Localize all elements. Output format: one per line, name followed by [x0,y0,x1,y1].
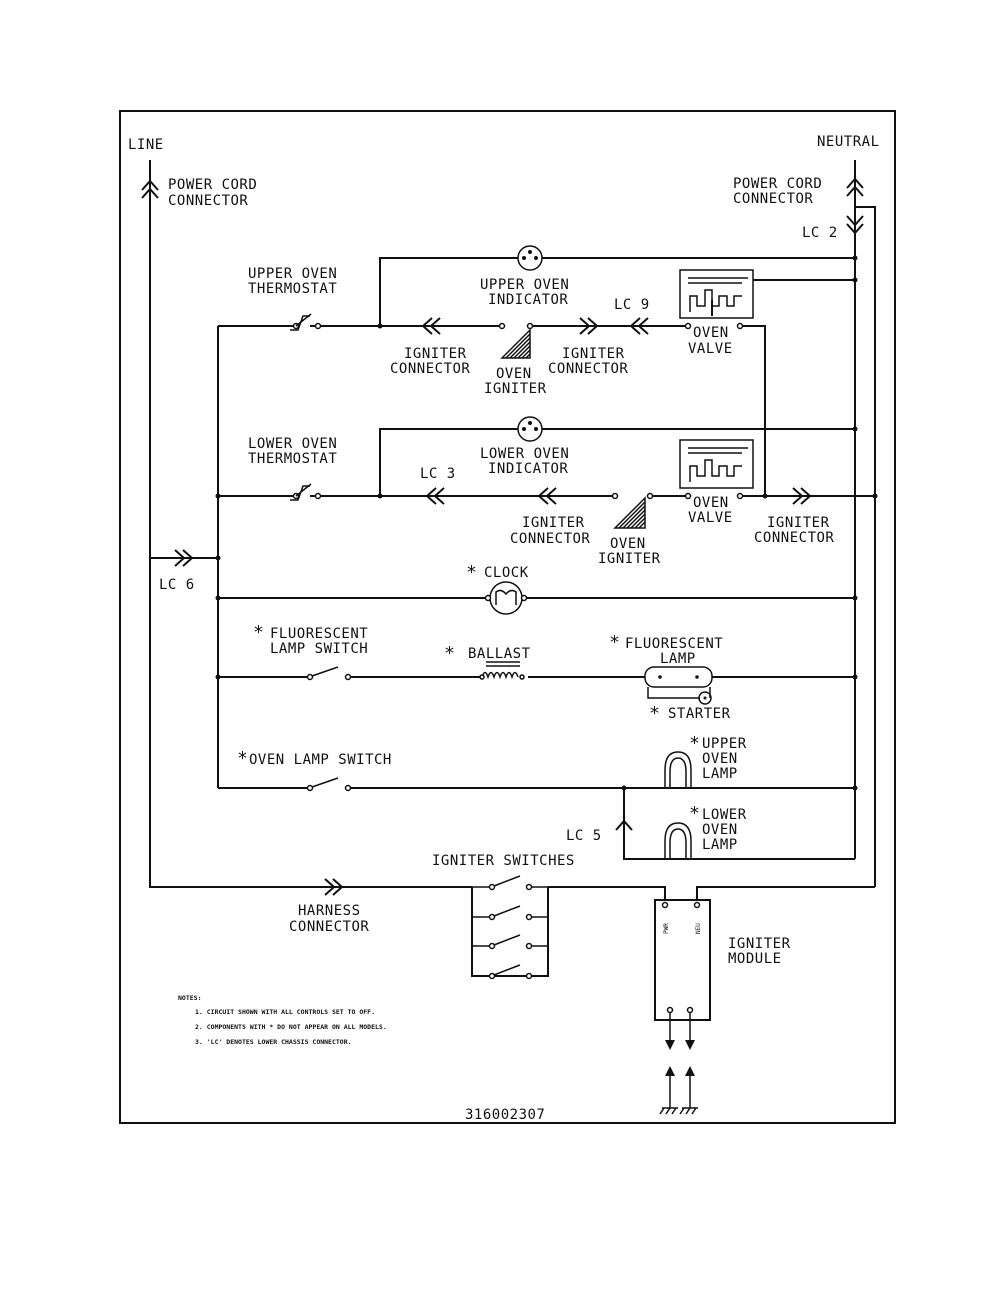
upper-oven-valve-symbol [679,269,754,330]
label-upper-oven-valve-1: OVEN [693,325,729,341]
lower-oven-lamp-symbol [664,822,692,859]
labels: LINE NEUTRAL POWER CORD CONNECTOR POWER … [128,134,880,967]
label-upper-oven-indicator-2: INDICATOR [488,292,568,308]
wires [149,160,876,900]
part-number: 316002307 [465,1107,545,1123]
label-upper-igniter-connector-left-1: IGNITER [404,346,467,362]
module-terminal-pwr: PWR [663,923,670,934]
label-lower-oven-thermostat-2: THERMOSTAT [248,451,337,467]
oven-lamp-switch-symbol [306,777,352,792]
fluorescent-lamp-switch-symbol [306,666,352,681]
lower-oven-thermostat-symbol [290,483,322,501]
label-fluorescent-lamp-switch-2: LAMP SWITCH [270,641,368,657]
label-line: LINE [128,137,164,153]
label-power-cord-left-1: POWER CORD [168,177,257,193]
asterisk-upper-oven-lamp: * [690,733,699,754]
label-lower-oven-igniter-2: IGNITER [598,551,661,567]
module-terminal-neu: NEU [695,923,702,934]
label-upper-igniter-connector-left-2: CONNECTOR [390,361,470,377]
label-lower-igniter-connector-right-2: CONNECTOR [754,530,834,546]
label-lower-oven-lamp-2: OVEN [702,822,738,838]
label-lower-oven-valve-2: VALVE [688,510,733,526]
label-upper-oven-lamp-2: OVEN [702,751,738,767]
label-upper-igniter-connector-right-2: CONNECTOR [548,361,628,377]
label-upper-oven-lamp-1: UPPER [702,736,747,752]
asterisk-oven-lamp-switch: * [238,748,247,769]
label-power-cord-right-1: POWER CORD [733,176,822,192]
label-lower-oven-lamp-1: LOWER [702,807,747,823]
label-igniter-module-2: MODULE [728,951,782,967]
asterisk-lower-oven-lamp: * [690,803,699,824]
label-lc2: LC 2 [802,225,838,241]
ballast-symbol [479,661,525,680]
label-lc3: LC 3 [420,466,456,482]
label-oven-lamp-switch: OVEN LAMP SWITCH [249,752,392,768]
label-harness-connector-2: CONNECTOR [289,919,369,935]
upper-oven-igniter-symbol [498,322,534,359]
connectors [141,177,864,896]
label-upper-oven-lamp-3: LAMP [702,766,738,782]
asterisk-starter: * [650,703,659,724]
upper-oven-lamp-symbol [664,751,692,788]
asterisk-ballast: * [445,643,454,664]
fluorescent-lamp-symbol [644,666,713,705]
label-lower-oven-lamp-3: LAMP [702,837,738,853]
igniter-module-output-arrows [659,1012,698,1115]
label-harness-connector-1: HARNESS [298,903,361,919]
lower-oven-igniter-symbol [611,492,654,529]
label-lower-oven-valve-1: OVEN [693,495,729,511]
label-lower-igniter-connector-left-2: CONNECTOR [510,531,590,547]
label-power-cord-left-2: CONNECTOR [168,193,248,209]
asterisk-clock: * [467,562,476,583]
label-starter: STARTER [668,706,731,722]
label-fluorescent-lamp-1: FLUORESCENT [625,636,723,652]
label-neutral: NEUTRAL [817,134,880,150]
label-upper-oven-igniter-1: OVEN [496,366,532,382]
upper-oven-thermostat-symbol [290,313,322,331]
label-upper-igniter-connector-right-1: IGNITER [562,346,625,362]
label-lc5: LC 5 [566,828,602,844]
label-upper-oven-valve-2: VALVE [688,341,733,357]
label-lower-igniter-connector-left-1: IGNITER [522,515,585,531]
asterisk-fluorescent-lamp: * [610,632,619,653]
clock-symbol [484,581,528,615]
upper-oven-indicator-symbol [517,245,543,271]
notes-heading: NOTES: [178,994,201,1002]
label-lower-igniter-connector-right-1: IGNITER [767,515,830,531]
label-igniter-switches: IGNITER SWITCHES [432,853,575,869]
label-igniter-module-1: IGNITER [728,936,791,952]
diagram-frame [119,110,896,1124]
label-upper-oven-igniter-2: IGNITER [484,381,547,397]
note-item-2: 2. COMPONENTS WITH * DO NOT APPEAR ON AL… [195,1023,387,1031]
label-power-cord-right-2: CONNECTOR [733,191,813,207]
label-lower-oven-igniter-1: OVEN [610,536,646,552]
lower-oven-indicator-symbol [517,416,543,442]
label-lower-oven-thermostat-1: LOWER OVEN [248,436,337,452]
label-fluorescent-lamp-switch-1: FLUORESCENT [270,626,368,642]
igniter-module-symbol: PWR NEU [654,899,711,1021]
junction-dots [215,255,878,791]
label-fluorescent-lamp-2: LAMP [660,651,696,667]
label-lc9: LC 9 [614,297,650,313]
notes: NOTES: 1. CIRCUIT SHOWN WITH ALL CONTROL… [178,994,387,1046]
label-lc6: LC 6 [159,577,195,593]
label-upper-oven-indicator-1: UPPER OVEN [480,277,569,293]
label-upper-oven-thermostat-2: THERMOSTAT [248,281,337,297]
igniter-switches-symbol [471,875,549,980]
note-item-1: 1. CIRCUIT SHOWN WITH ALL CONTROLS SET T… [195,1008,375,1016]
label-upper-oven-thermostat-1: UPPER OVEN [248,266,337,282]
label-lower-oven-indicator-1: LOWER OVEN [480,446,569,462]
label-ballast: BALLAST [468,646,531,662]
label-lower-oven-indicator-2: INDICATOR [488,461,568,477]
asterisk-fluorescent-lamp-switch: * [254,622,263,643]
label-clock: CLOCK [484,565,529,581]
note-item-3: 3. 'LC' DENOTES LOWER CHASSIS CONNECTOR. [195,1038,352,1046]
lower-oven-valve-symbol [679,439,754,500]
